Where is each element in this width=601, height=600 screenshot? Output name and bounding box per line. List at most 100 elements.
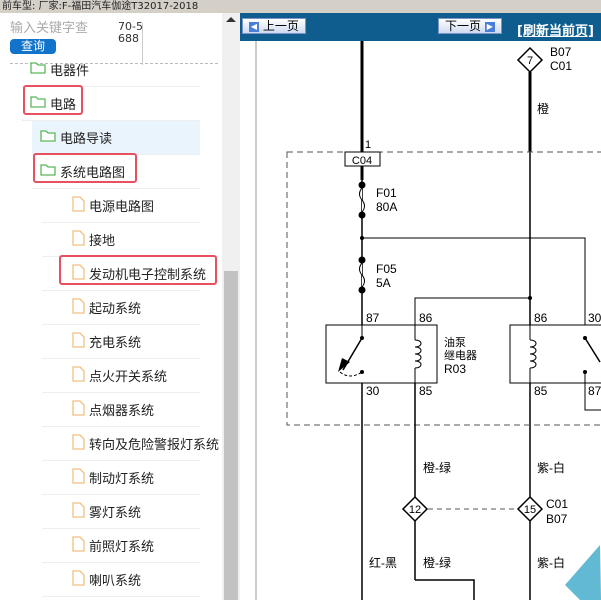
pin-label: 30 [366,384,380,398]
relay-name: 继电器 [444,349,477,362]
tree-item[interactable]: 点火开关系统 [42,359,200,393]
next-label: 下一页 [445,19,482,33]
search-input[interactable]: 输入关键字查 [10,21,89,36]
file-icon [72,195,85,216]
tree-item-label: 雾灯系统 [89,506,142,521]
file-icon [72,467,85,488]
tree-item-label: 接地 [89,234,116,249]
tree-item[interactable]: 电器件 [22,53,200,87]
tree-item[interactable]: 点烟器系统 [42,393,200,427]
tree-item[interactable]: 前照灯系统 [42,529,200,563]
tree-item[interactable]: 发动机电子控制系统 [42,257,206,291]
highlight-box [23,85,83,115]
wire-color-label: 橙-绿 [423,460,451,475]
file-icon [72,433,85,454]
relay-2 [509,324,601,384]
divider [10,63,218,64]
folder-icon [40,129,56,146]
tree-item-label: 发动机电子控制系统 [89,268,207,283]
sidebar: 输入关键字查 查询 70-5688 电器件电路电路导读系统电路图电源电路图接地发… [0,13,240,600]
fuse-icon [359,187,365,213]
wire-color-label: 橙 [537,101,549,116]
wiring-diagram: 7 B07 C01 橙 1 C04 F01 80A F05 5A 87 86 3… [255,41,601,600]
file-icon [72,501,85,522]
tree-item-label: 电源电路图 [89,200,155,215]
file-icon [72,263,85,284]
connector-7-icon [516,46,544,74]
tree-item[interactable]: 接地 [42,223,200,257]
scrollbar-thumb[interactable] [224,271,238,600]
connector-number: 7 [527,55,533,67]
coil-icon [529,339,537,369]
tree-item-label: 点火开关系统 [89,370,168,385]
tree-item[interactable]: 转向及危险警报灯系统 [42,427,219,461]
tree-item-label: 喇叭系统 [89,574,142,589]
pin-label: 86 [419,311,433,325]
pin-label: 1 [365,139,371,151]
tree-item-label: 充电系统 [89,336,142,351]
next-page-button[interactable]: 下一页 ▶ [438,18,502,34]
tree-item-label: 起动系统 [89,302,142,317]
folder-icon [30,95,46,112]
pin-label: 87 [588,384,601,398]
tree-item[interactable]: 喇叭系统 [42,563,200,597]
fuse-rating: 5A [376,276,391,290]
connector-12-icon [401,495,429,523]
sidebar-scrollbar[interactable] [222,13,240,600]
connector-c04: C04 [352,155,372,167]
connector-15-icon [516,495,544,523]
tree-item-label: 制动灯系统 [89,472,155,487]
pin-label: 87 [366,311,380,325]
tree-item-label: 点烟器系统 [89,404,155,419]
refresh-link[interactable]: [刷新当前页] [517,24,594,39]
file-icon [72,297,85,318]
file-icon [72,229,85,250]
tree-item[interactable]: 起动系统 [42,291,200,325]
wire-color-label: 紫-白 [537,460,565,475]
tree-item-label: 前照灯系统 [89,540,155,555]
fuse-icon [359,262,365,288]
connector-code: C01 [546,497,568,511]
connector-number: 12 [409,504,421,516]
fuse-label: F01 [376,186,397,200]
relay-code: R03 [444,362,466,376]
connector-code: B07 [550,45,572,59]
highlight-box [59,255,217,285]
tree-item[interactable]: 系统电路图 [32,155,200,189]
pin-label: 86 [534,311,548,325]
tree-item-label: 电路 [50,98,77,113]
tree-item[interactable]: 制动灯系统 [42,461,200,495]
fuse-label: F05 [376,262,397,276]
folder-icon [30,61,46,78]
file-icon [72,331,85,352]
pin-label: 30 [588,311,601,325]
file-icon [72,569,85,590]
file-icon [72,535,85,556]
tree-item-label: 电路导读 [60,132,113,147]
coil-icon [414,339,422,369]
tree-item-label: 系统电路图 [60,166,126,181]
diagram-panel: ◀ 上一页 下一页 ▶ [刷新当前页] 7 B07 C01 橙 1 C04 F0… [240,13,601,600]
tree-item-label: 电器件 [50,64,90,79]
tree-item[interactable]: 电源电路图 [42,189,200,223]
relay-r03 [325,324,438,384]
scroll-up-icon[interactable] [226,17,236,22]
wire-color-label: 紫-白 [537,555,565,570]
file-icon [72,399,85,420]
prev-page-button[interactable]: ◀ 上一页 [242,18,306,34]
wire-color-label: 红-黑 [369,555,397,570]
arrow-right-icon: ▶ [484,21,495,32]
tree-item[interactable]: 充电系统 [42,325,200,359]
fuse-rating: 80A [376,200,397,214]
tree-item[interactable]: 电路导读 [32,121,200,155]
title-bar: 前车型: 厂家:F-福田汽车伽途T32017-2018 [0,0,601,13]
connector-code: C01 [550,59,572,73]
tree-item[interactable]: 电路 [22,87,200,121]
search-button[interactable]: 查询 [10,39,56,54]
folder-icon [40,163,56,180]
connector-code: B07 [546,512,568,526]
code-label: 70-5688 [118,20,143,45]
arrow-left-icon: ◀ [249,21,259,32]
tree-item[interactable]: 雾灯系统 [42,495,200,529]
toolbar: ◀ 上一页 下一页 ▶ [刷新当前页] [240,13,601,41]
